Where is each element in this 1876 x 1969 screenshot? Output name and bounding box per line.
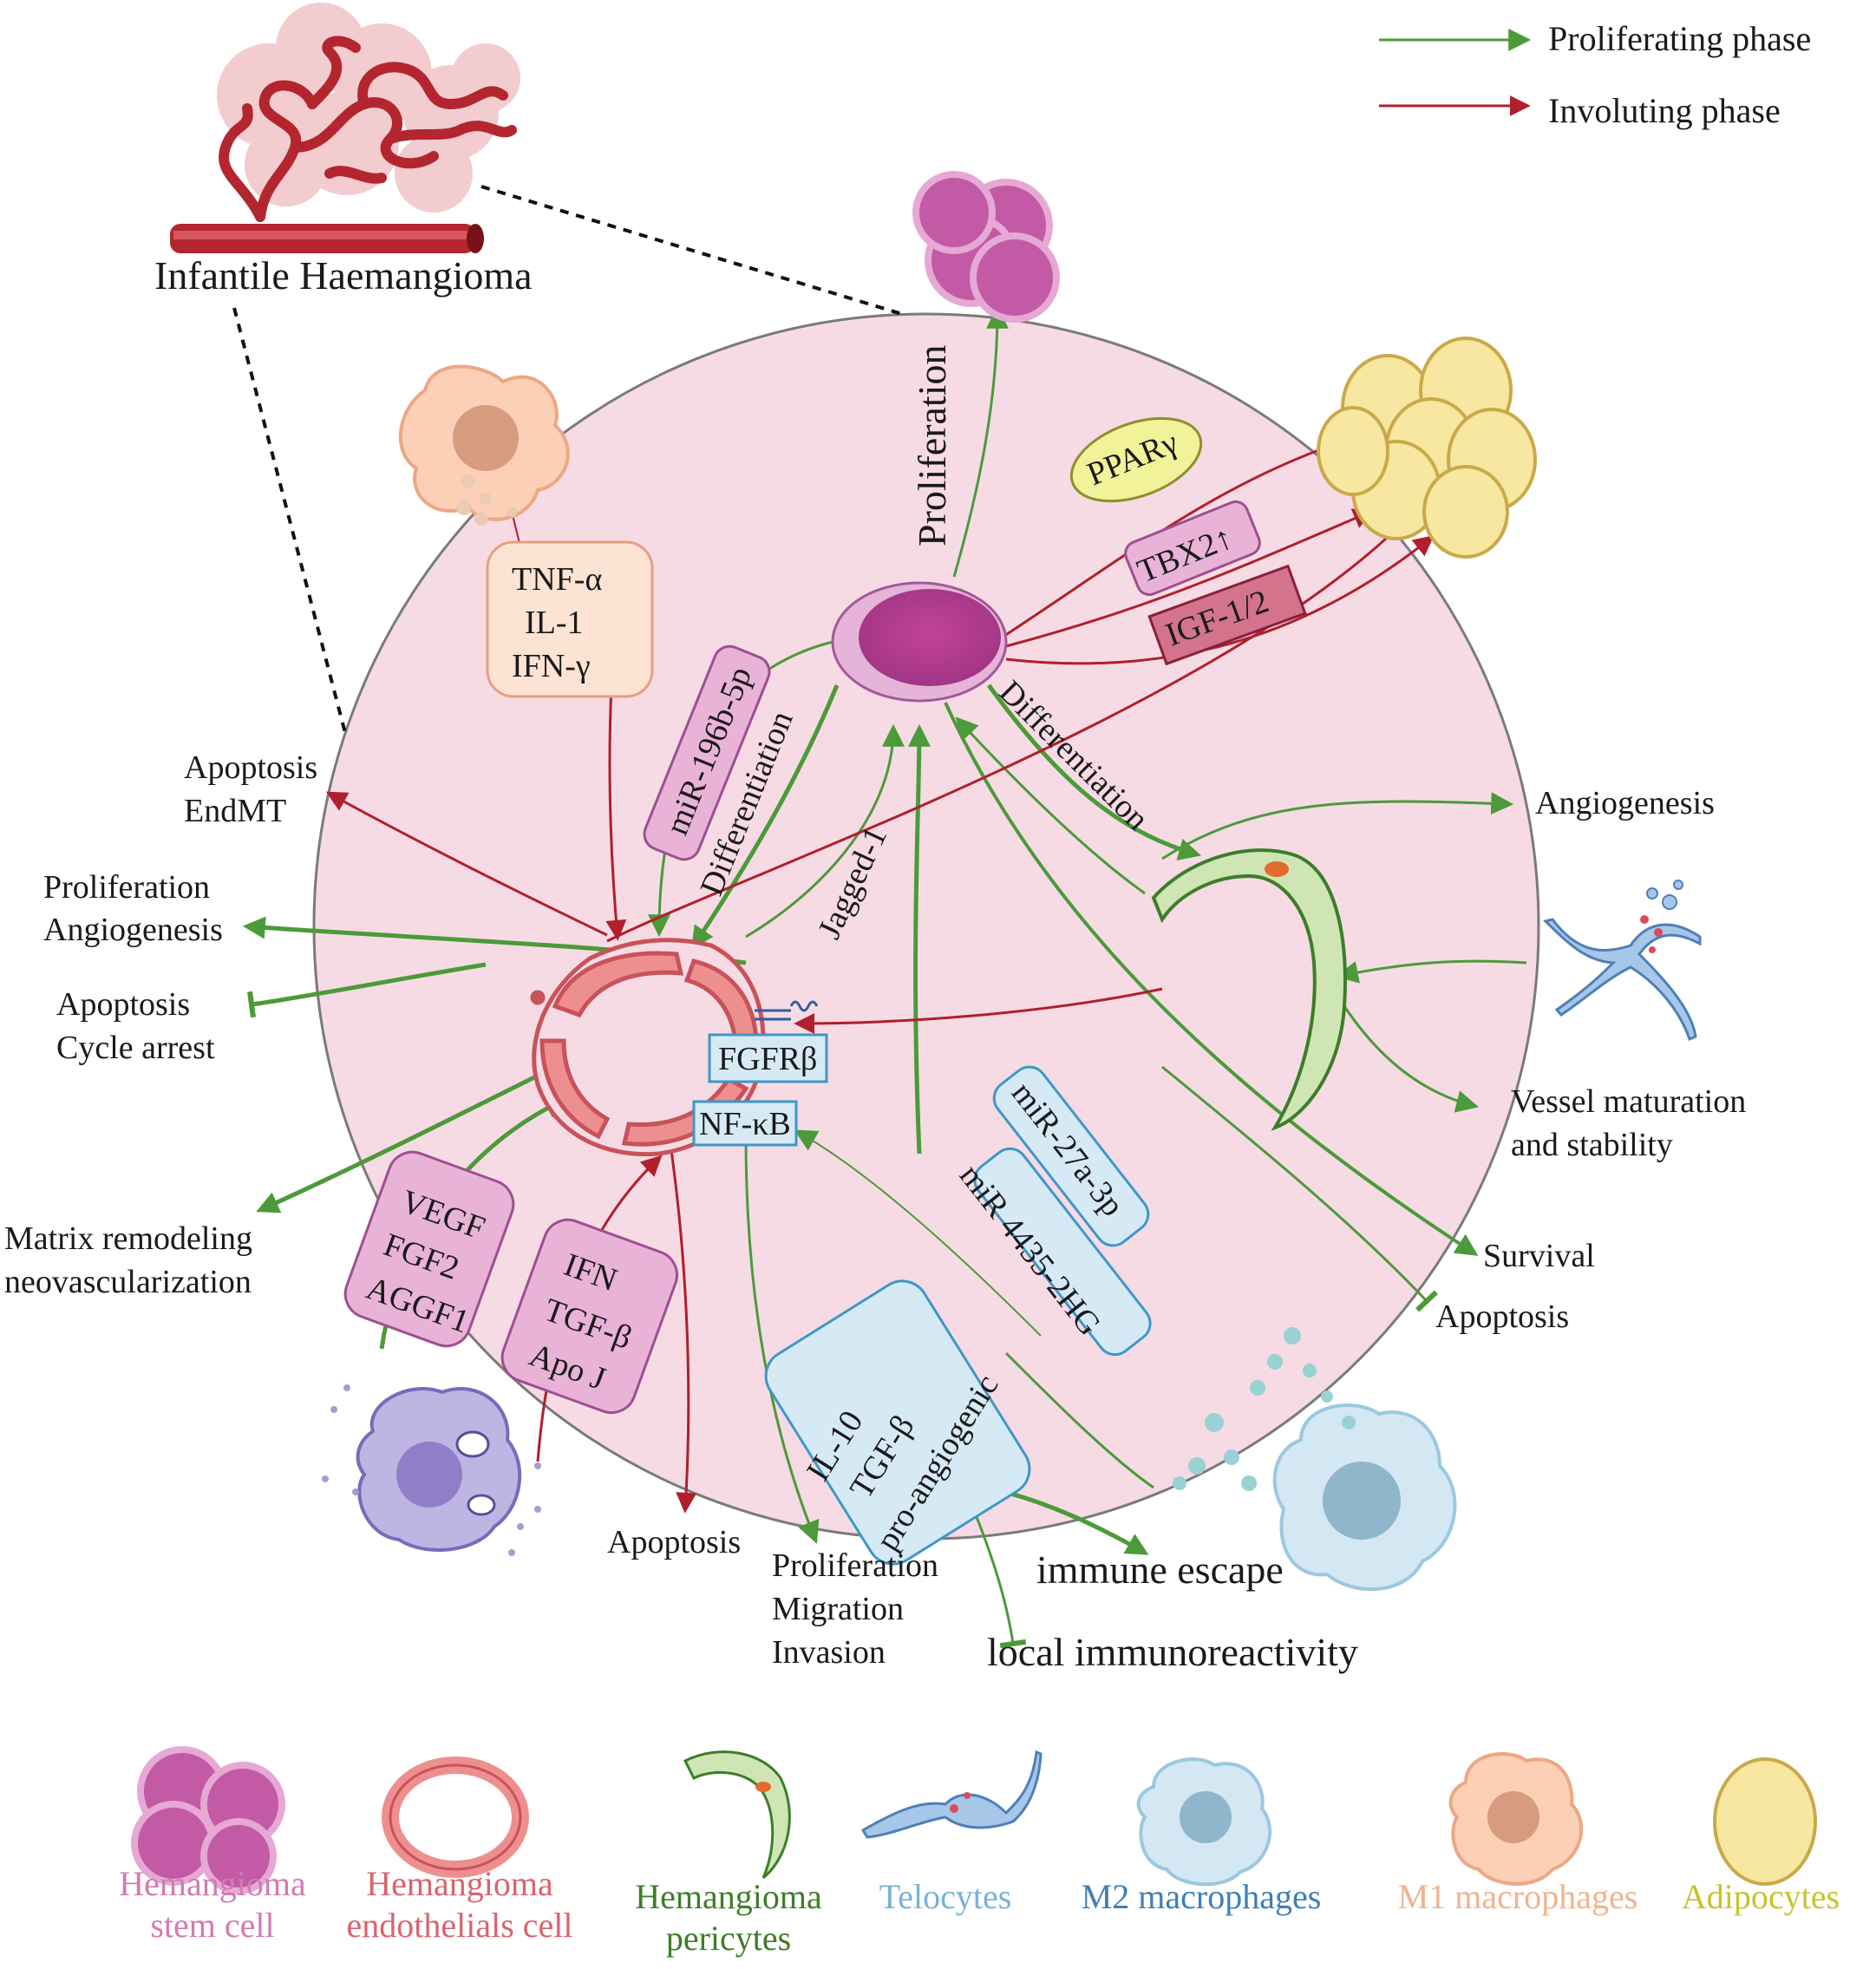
- legend-label-2-1: pericytes: [666, 1919, 791, 1958]
- legend-label-6-0: Adipocytes: [1682, 1877, 1840, 1916]
- legend-label-5-0: M1 macrophages: [1398, 1877, 1638, 1916]
- line-m2-immune: [1004, 1351, 1154, 1489]
- arrow-proliferation: [952, 305, 1009, 578]
- telocyte-icon: [1543, 880, 1702, 1042]
- inhibit-apoptosis-cycle: [247, 962, 487, 1018]
- text-m1-2: IFN-γ: [512, 648, 591, 684]
- text-fgfr: FGFRβ: [718, 1041, 817, 1077]
- legend-label-3-0: Telocytes: [879, 1877, 1012, 1916]
- outcome-apoptosis-bottom: Apoptosis: [607, 1524, 741, 1560]
- m2-macrophage-icon: [1173, 1327, 1457, 1592]
- outcome-prolif-angio-1: Angiogenesis: [43, 912, 223, 948]
- arrow-igf: [1005, 535, 1435, 665]
- legend-adipocyte-icon: [1713, 1757, 1817, 1886]
- outcome-vessel-0: Vessel maturation: [1511, 1083, 1746, 1120]
- outcome-apoptosis-endmt-0: Apoptosis: [184, 749, 317, 786]
- arrow-pericyte-to-stem: [955, 716, 1146, 895]
- outcome-prolif-migration-1: Migration: [772, 1591, 904, 1627]
- arrow-prolif-migration: [744, 1135, 820, 1544]
- phase-legend-1: Involuting phase: [1548, 91, 1781, 130]
- phase-legend: Proliferating phase Involuting phase: [1379, 19, 1811, 130]
- arrow-matrix: [256, 1073, 539, 1213]
- outcome-apoptosis-endmt-1: EndMT: [184, 793, 286, 829]
- center-stem-cell-icon: [831, 581, 1008, 703]
- pericyte-icon: [1151, 848, 1347, 1131]
- outcome-prolif-angio-0: Proliferation: [43, 869, 210, 906]
- box-m1-cytokines: TNF-α IL-1 IFN-γ: [486, 540, 654, 698]
- outcome-apoptosis-cycle-1: Cycle arrest: [56, 1030, 215, 1066]
- legend-m2-macrophage-icon: [1136, 1757, 1271, 1887]
- outcome-immune-escape: immune escape: [1036, 1547, 1284, 1592]
- m1-macrophage-icon: [398, 364, 570, 526]
- title: Infantile Haemangioma: [154, 253, 533, 298]
- arrow-vessel: [1343, 1005, 1480, 1113]
- legend-label-1-0: Hemangioma: [366, 1864, 553, 1903]
- phase-legend-0: Proliferating phase: [1548, 19, 1811, 58]
- box-fgfr: FGFRβ: [708, 1033, 828, 1083]
- inhibit-apoptosis-right: [1161, 1065, 1438, 1312]
- label-proliferation: Proliferation: [910, 345, 954, 547]
- text-m1-0: TNF-α: [512, 561, 602, 598]
- arrow-m1-to-endo: [605, 684, 627, 941]
- stem-cell-cluster-icon: [912, 171, 1060, 323]
- zoom-line-right: [480, 185, 903, 316]
- legend-label-2-0: Hemangioma: [635, 1877, 822, 1916]
- legend-label-1-1: endothelials cell: [346, 1906, 572, 1945]
- arrow-mir4435: [794, 1129, 1042, 1337]
- outcome-vessel-1: and stability: [1511, 1127, 1673, 1163]
- arrow-jagged: [745, 723, 905, 939]
- zoom-line-left: [232, 307, 347, 734]
- outcome-apoptosis-right: Apoptosis: [1435, 1298, 1569, 1335]
- outcome-apoptosis-cycle-0: Apoptosis: [56, 986, 190, 1023]
- outcome-survival: Survival: [1483, 1238, 1595, 1274]
- legend-telocyte-icon: [860, 1750, 1043, 1839]
- box-nfkb: NF-κB: [692, 1100, 798, 1147]
- outcome-prolif-migration-2: Invasion: [772, 1634, 886, 1671]
- outcome-matrix-1: neovascularization: [4, 1264, 252, 1300]
- outcome-local-immuno: local immunoreactivity: [987, 1630, 1358, 1674]
- outcome-matrix-0: Matrix remodeling: [4, 1220, 252, 1257]
- legend-label-4-0: M2 macrophages: [1082, 1877, 1322, 1916]
- arrow-endo-to-adipocyte: [606, 517, 1409, 943]
- box-growth-factors: VEGF FGF2 AGGF1: [343, 1150, 515, 1348]
- haemangioma-vessel-icon: [170, 3, 520, 253]
- arrow-mir27: [907, 723, 931, 1155]
- arrow-telocyte-to-pericyte: [1335, 959, 1527, 984]
- legend-pericyte-icon: [683, 1750, 791, 1880]
- text-nfkb: NF-κB: [699, 1106, 791, 1142]
- mast-cell-icon: [322, 1384, 541, 1556]
- legend-label-0-0: Hemangioma: [119, 1864, 306, 1903]
- legend-endothelial-icon: [382, 1756, 529, 1878]
- legend-stem-cell-icon: [131, 1746, 285, 1894]
- arrow-pericyte-to-fgfr: [794, 987, 1163, 1034]
- arrow-tbx2: [1005, 508, 1375, 648]
- receptor-icon: [755, 1000, 819, 1021]
- arrow-differentiation-right: [986, 684, 1202, 860]
- arrow-differentiation-left: [691, 684, 840, 950]
- outcome-angiogenesis: Angiogenesis: [1535, 785, 1715, 821]
- arrow-angiogenesis: [1161, 792, 1514, 860]
- text-m1-1: IL-1: [525, 605, 584, 641]
- cell-legend: [131, 1746, 1817, 1894]
- legend-m1-macrophage-icon: [1448, 1752, 1584, 1886]
- outcome-prolif-migration-0: Proliferation: [772, 1547, 938, 1584]
- adipocyte-cluster-icon: [1317, 337, 1537, 559]
- box-ifn-group: IFN TGF-β Apo J: [500, 1218, 678, 1415]
- arrow-pparg: [1001, 437, 1344, 639]
- arrow-apoptosis-endmt: [325, 791, 608, 937]
- legend-label-0-1: stem cell: [150, 1906, 274, 1945]
- box-m2-cytokines: IL-10 TGF-β pro-angiogenic: [764, 1279, 1031, 1566]
